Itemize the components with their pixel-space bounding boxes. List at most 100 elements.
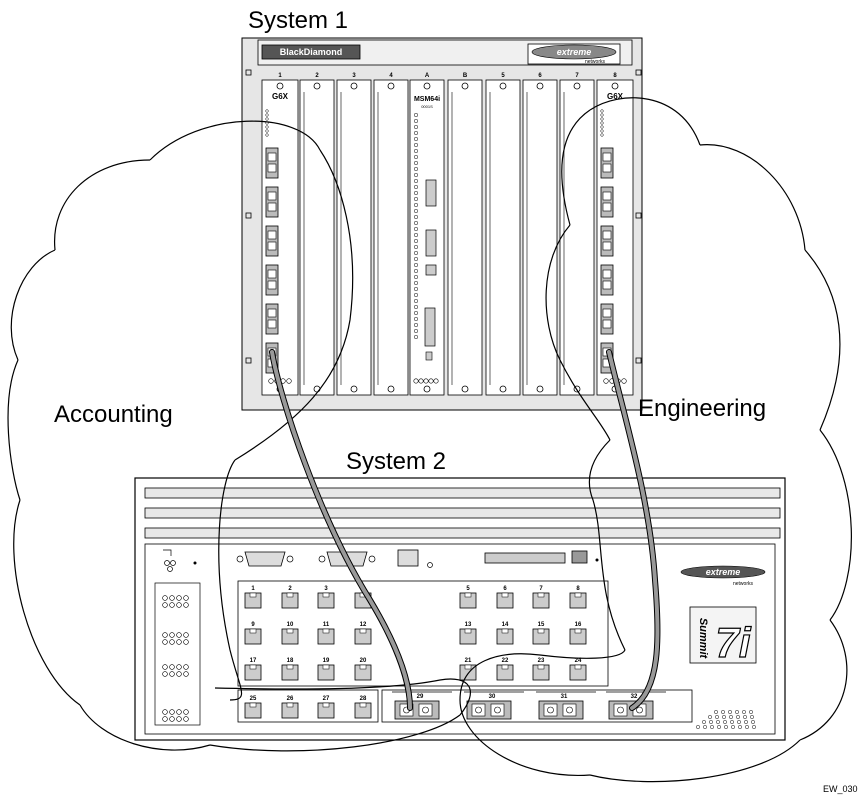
system1-label: System 1 [248,7,348,34]
rj45-port[interactable]: 17 [244,658,262,681]
rj45-port[interactable]: 22 [496,658,514,681]
slot-number: 3 [352,73,356,79]
port-number: 28 [360,696,367,702]
ejector-icon [573,385,581,393]
slot-number: 8 [613,73,617,79]
extreme-logo-summit: extreme networks [680,565,766,587]
slot-number: 6 [538,73,542,79]
mount-hole [635,357,642,364]
ejector-icon [499,82,507,90]
ejector-icon [611,82,619,90]
gbic-port [600,264,614,296]
port-number: 32 [631,694,638,700]
ejector-icon [387,82,395,90]
gbic-port [600,225,614,257]
rj45-port[interactable]: 20 [354,658,372,681]
rj45-port[interactable]: 19 [317,658,335,681]
ejector-icon [313,82,321,90]
summit-model-number: 7i [715,619,751,666]
rj45-port[interactable]: 10 [281,622,299,645]
rj45-port[interactable]: 7 [532,586,550,609]
modem-port-msm [425,229,437,257]
rj45-port[interactable]: 23 [532,658,550,681]
port-panel [237,580,609,687]
gbic-port [265,303,279,335]
port-number: 9 [251,622,255,628]
console-port [236,551,294,567]
networks-text: networks [585,59,606,65]
fiber-port[interactable]: 31 [536,691,596,720]
port-led-icon [176,602,182,608]
rj45-port[interactable]: 15 [532,622,550,645]
port-led-icon [162,602,168,608]
rj45-port[interactable]: 24 [569,658,587,681]
rj45-port[interactable]: 5 [459,586,477,609]
gbic-port [265,264,279,296]
fiber-port[interactable]: 30 [464,691,524,720]
slot-card-3: 3 [336,73,372,396]
port-number: 12 [360,622,367,628]
rj45-port[interactable]: 3 [317,586,335,609]
mount-hole [245,357,252,364]
rj45-port[interactable]: 13 [459,622,477,645]
port-number: 21 [465,658,472,664]
port-led-icon [169,632,175,638]
port-number: 31 [561,694,568,700]
rj45-port[interactable]: 16 [569,622,587,645]
port-led-icon [169,671,175,677]
port-led-icon [162,595,168,601]
rj45-port[interactable]: 27 [317,696,335,719]
port-led-icon [162,716,168,722]
port-led-icon [162,632,168,638]
ejector-icon [536,385,544,393]
rj45-port[interactable]: 2 [281,586,299,609]
networks-text-summit: networks [733,581,754,587]
port-number: 19 [323,658,330,664]
port-led-icon [169,664,175,670]
ejector-icon [350,385,358,393]
rj45-port[interactable]: 1 [244,586,262,609]
port-number: 16 [575,622,582,628]
port-number: 11 [323,622,330,628]
port-number: 24 [575,658,582,664]
port-number: 26 [287,696,294,702]
rj45-port[interactable]: 9 [244,622,262,645]
port-led-icon [169,639,175,645]
port-number: 25 [250,696,257,702]
led-clusters [162,595,189,722]
rj45-port[interactable]: 14 [496,622,514,645]
rj45-port[interactable]: 8 [569,586,587,609]
fiber-cable-engineering [606,349,661,711]
slot-card-b: B [447,73,483,396]
rj45-port[interactable]: 28 [354,696,372,719]
mount-hole [635,212,642,219]
rj45-port[interactable]: 18 [281,658,299,681]
led-icon [170,560,176,566]
extreme-logo-chassis: extreme networks [527,43,621,65]
led-icon [193,561,197,565]
gbic-port [600,186,614,218]
blackdiamond-text: BlackDiamond [280,47,343,57]
slot-card-4: 4 [373,73,409,396]
rj45-port[interactable]: 12 [354,622,372,645]
port-number: 23 [538,658,545,664]
gbic-port [265,225,279,257]
rj45-port[interactable]: 6 [496,586,514,609]
speaker-grille [696,710,756,729]
ejector-icon [423,82,431,90]
pcmcia-slot [484,552,566,564]
vent-bar [144,507,781,519]
engineering-label: Engineering [638,395,766,422]
rj45-port[interactable]: 11 [317,622,335,645]
rj45-port[interactable]: 26 [281,696,299,719]
port-led-icon [183,639,189,645]
console-port-msm [425,179,437,207]
port-number: 15 [538,622,545,628]
port-led-icon [169,716,175,722]
summit-7i-badge: Summit 7i [689,606,757,667]
port-number: 14 [502,622,509,628]
rj45-port[interactable]: 25 [244,696,262,719]
